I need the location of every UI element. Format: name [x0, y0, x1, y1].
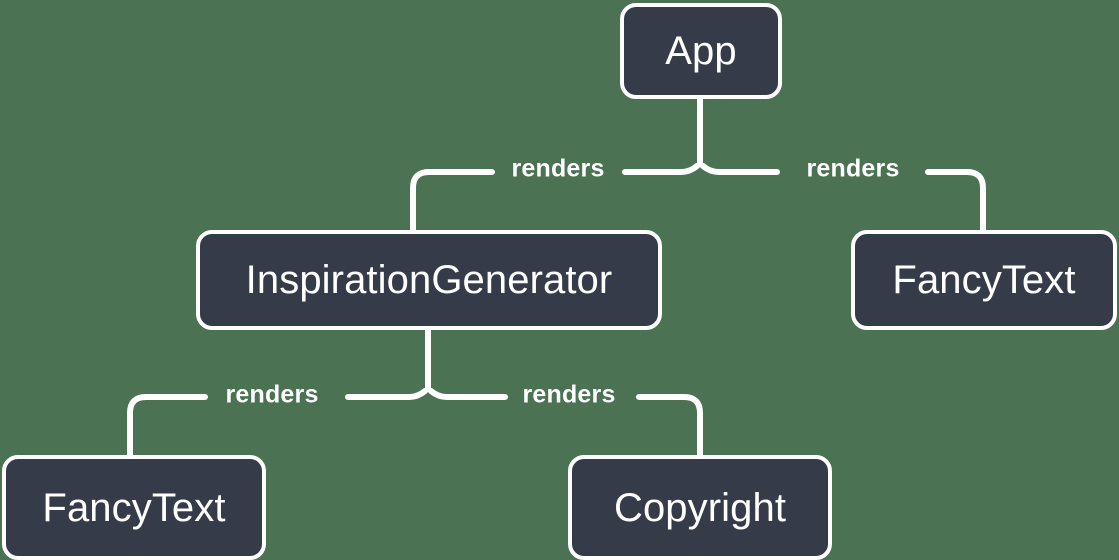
edge-inspirationgenerator-to-fancytext-inner: [345, 388, 428, 400]
node-fancytext-bottom[interactable]: FancyText: [2, 455, 266, 560]
edge-label-app-to-inspirationgenerator: renders: [511, 154, 605, 183]
edge-label-app-to-fancytext: renders: [806, 154, 900, 183]
node-inspiration-generator-label: InspirationGenerator: [245, 258, 613, 302]
node-inspiration-generator[interactable]: InspirationGenerator: [196, 230, 662, 330]
edge-app-to-inspirationgenerator-outer: [410, 169, 495, 234]
node-copyright[interactable]: Copyright: [568, 455, 832, 560]
edge-inspirationgenerator-to-copyright-inner: [428, 388, 508, 400]
edge-label-inspirationgenerator-to-copyright: renders: [522, 380, 616, 409]
edge-label-inspirationgenerator-to-fancytext: renders: [225, 380, 319, 409]
node-fancytext-bottom-label: FancyText: [42, 485, 226, 530]
edge-app-to-fancytext-inner: [700, 163, 780, 175]
edge-app-to-inspirationgenerator-inner: [622, 163, 700, 175]
node-fancytext-right-label: FancyText: [892, 258, 1076, 302]
edge-app-to-fancytext-outer: [925, 169, 986, 234]
node-app[interactable]: App: [620, 3, 782, 99]
node-fancytext-right[interactable]: FancyText: [851, 230, 1117, 330]
node-copyright-label: Copyright: [613, 485, 787, 530]
edge-inspirationgenerator-to-fancytext-outer: [127, 394, 208, 459]
node-app-label: App: [665, 29, 737, 73]
edge-inspirationgenerator-to-copyright-outer: [636, 394, 703, 459]
